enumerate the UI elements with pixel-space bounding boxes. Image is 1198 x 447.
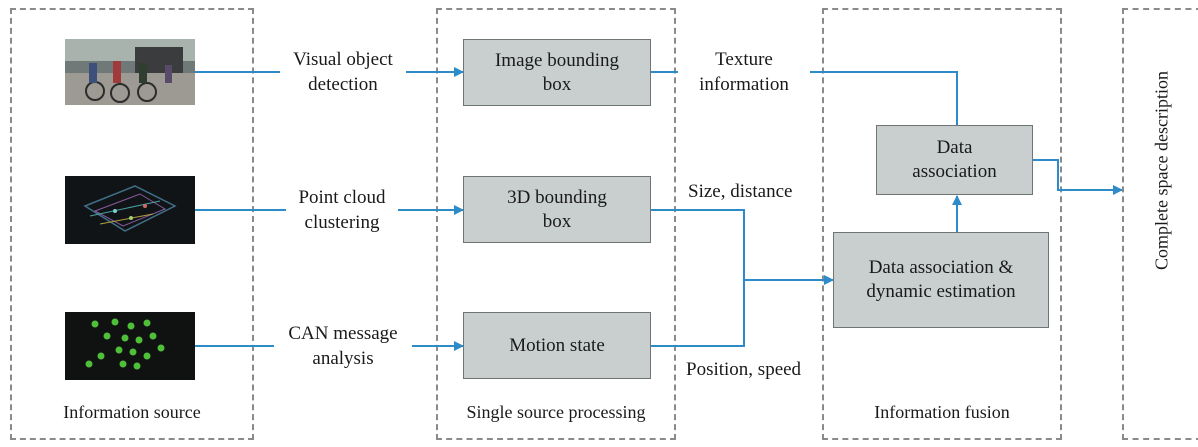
data-association-node: Data association bbox=[876, 125, 1033, 195]
point-cloud-clustering-label: Point cloud clustering bbox=[286, 186, 398, 236]
camera-image-thumbnail bbox=[65, 39, 195, 105]
visual-object-detection-label: Visual object detection bbox=[280, 48, 406, 98]
position-speed-label: Position, speed bbox=[686, 359, 802, 380]
information-source-panel: Information source bbox=[10, 8, 254, 440]
data-association-dynamic-estimation-node: Data association & dynamic estimation bbox=[833, 232, 1049, 328]
single-source-processing-label: Single source processing bbox=[466, 402, 646, 422]
information-fusion-label: Information fusion bbox=[874, 402, 1010, 422]
motion-state-node: Motion state bbox=[463, 312, 651, 379]
can-data-thumbnail bbox=[65, 312, 195, 380]
3d-bounding-box-node: 3D bounding box bbox=[463, 176, 651, 243]
single-source-processing-panel: Single source processing bbox=[436, 8, 676, 440]
arrow-3d-bbox-to-fusion bbox=[651, 209, 834, 285]
point-cloud-thumbnail bbox=[65, 176, 195, 244]
arrow-motion-to-fusion bbox=[651, 280, 745, 347]
size-distance-label: Size, distance bbox=[688, 181, 793, 202]
information-fusion-panel: Information fusion bbox=[822, 8, 1062, 440]
information-source-label: Information source bbox=[63, 402, 201, 422]
texture-information-label: Texture information bbox=[678, 48, 810, 98]
complete-space-panel: Complete space description bbox=[1122, 8, 1198, 440]
can-message-analysis-label: CAN message analysis bbox=[274, 322, 412, 372]
image-bounding-box-node: Image bounding box bbox=[463, 39, 651, 106]
arrow-data-association-to-complete bbox=[1033, 159, 1123, 195]
